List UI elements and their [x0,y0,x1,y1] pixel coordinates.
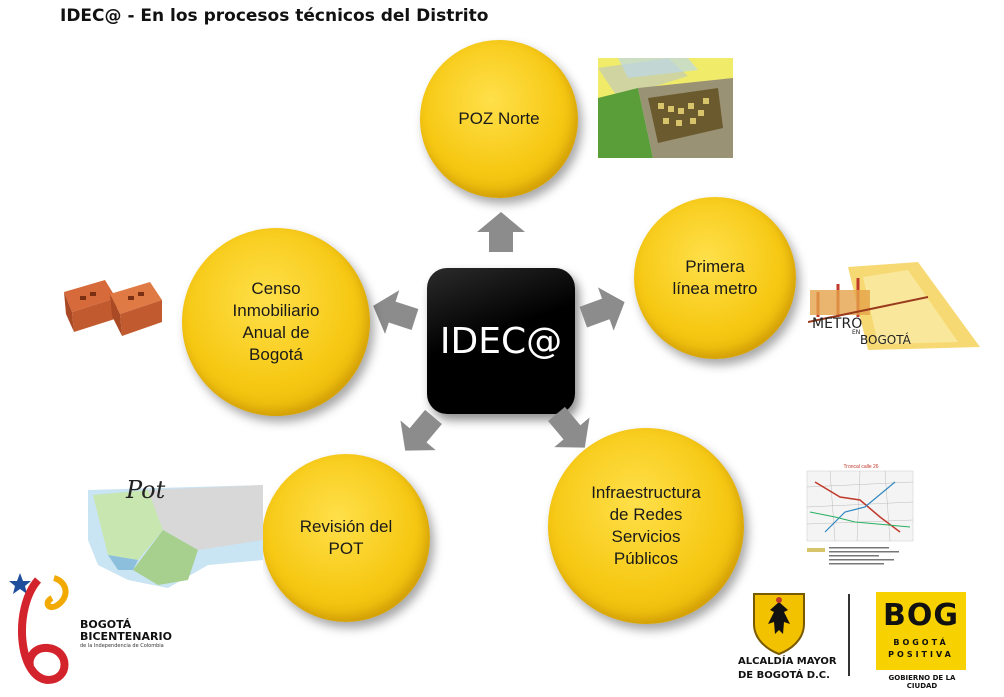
arrow-to-censo [373,290,419,334]
alcaldia-shield-logo [753,593,805,656]
node-poz-norte: POZ Norte [420,40,578,198]
node-censo-inmobiliario: Censo Inmobiliario Anual de Bogotá [182,228,370,416]
bog-positiva-logo: BOG BOGOTÁ POSITIVA [876,592,966,670]
node-label: Censo Inmobiliario Anual de Bogotá [232,279,320,364]
bricks-image [64,280,162,336]
svg-text:Pot: Pot [125,476,166,504]
bog-line3: POSITIVA [888,650,954,659]
alcaldia-line2: DE BOGOTÁ D.C. [738,670,830,681]
arrow-to-pot [400,409,442,451]
alcaldia-line1: ALCALDÍA MAYOR [738,656,837,667]
bicentenario-line1: BOGOTÁ [80,618,132,631]
bicentenario-logo [9,573,69,685]
arrow-to-metro [579,287,625,331]
node-label: POZ Norte [458,109,540,128]
logo-divider [848,594,850,676]
metro-bogota-image: METRO EN BOGOTÁ [808,262,980,354]
node-label: Infraestructura de Redes Servicios Públi… [591,483,701,568]
svg-text:EN: EN [852,329,860,336]
bog-line4: GOBIERNO DE LA CIUDAD [888,674,956,690]
node-primera-linea-metro: Primera línea metro [634,197,796,359]
bicentenario-line3: de la Independencia de Colombia [80,643,164,649]
bicentenario-line2: BICENTENARIO [80,630,172,643]
redes-map-image: Troncal calle 26 [805,462,917,582]
bog-text: BOG [883,598,959,633]
arrow-to-redes [548,406,590,448]
svg-text:BOGOTÁ: BOGOTÁ [860,332,912,347]
svg-text:Troncal calle 26: Troncal calle 26 [843,464,878,470]
metro-logo-text: METRO [812,316,862,332]
node-revision-pot: Revisión del POT [262,454,430,622]
node-infraestructura-redes: Infraestructura de Redes Servicios Públi… [548,428,744,624]
center-node: IDEC@ [427,268,575,414]
arrow-to-poz [477,212,525,252]
pot-map-image: Pot [88,470,263,590]
bog-line2: BOGOTÁ [893,638,949,647]
poz-norte-image [598,58,733,158]
node-label: Revisión del POT [299,517,393,558]
node-label: Primera línea metro [672,257,758,298]
center-label: IDEC@ [439,320,563,362]
page-title: IDEC@ - En los procesos técnicos del Dis… [60,6,489,26]
